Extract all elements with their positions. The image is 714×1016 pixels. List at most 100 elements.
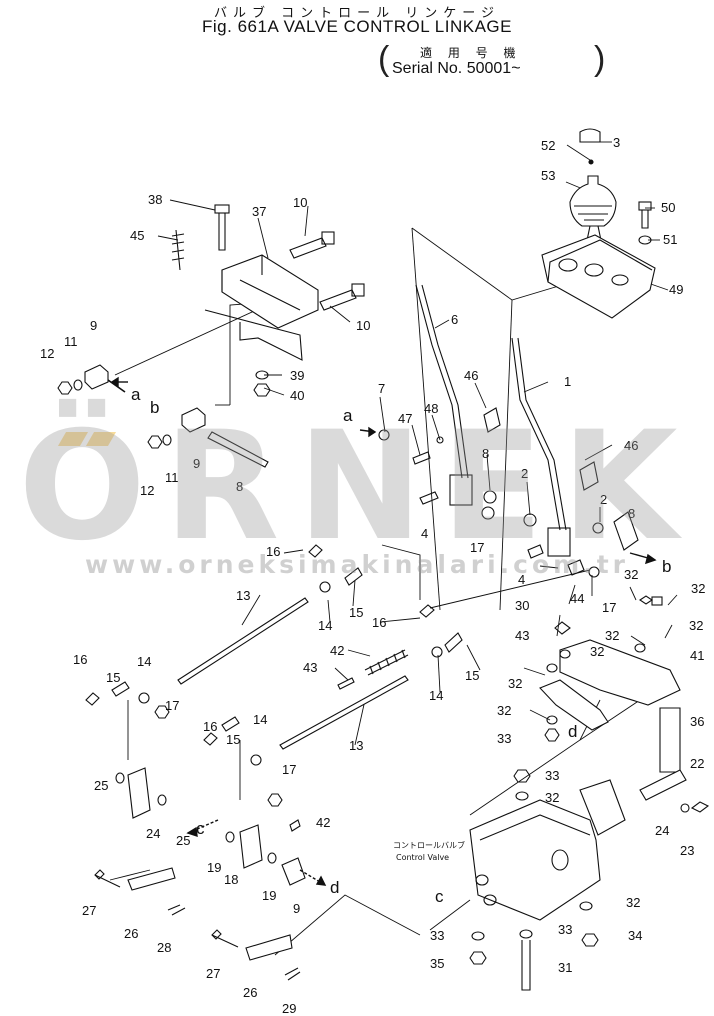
callout-32-h: 33 [430, 928, 444, 943]
callout-9-b: 9 [193, 456, 200, 471]
callout-16-a: 16 [266, 544, 280, 559]
callout-46-b: 46 [624, 438, 638, 453]
callout-50: 50 [661, 200, 675, 215]
callout-34: 36 [690, 714, 704, 729]
paren-open: ( [378, 40, 390, 78]
callout-3: 3 [613, 135, 620, 150]
callout-7: 8 [236, 479, 243, 494]
levers-part [415, 284, 571, 557]
letter-d-right: d [568, 722, 577, 741]
callout-27-a: 28 [157, 940, 171, 955]
blocks-part [57, 364, 206, 449]
callout-26-b: 27 [206, 966, 220, 981]
callout-4-b: 4 [518, 572, 525, 587]
callout-32-g: 32 [626, 895, 640, 910]
callout-13-b: 13 [349, 738, 363, 753]
callout-53: 53 [541, 168, 555, 183]
callout-22: 24 [655, 823, 669, 838]
bolt-washer-part [638, 201, 652, 245]
rods-13-part [177, 597, 409, 750]
assembly-lines [109, 227, 641, 956]
callout-14-c: 14 [137, 654, 151, 669]
callout-42: 44 [570, 591, 584, 606]
callout-36: 38 [148, 192, 162, 207]
callout-14-d: 14 [253, 712, 267, 727]
callout-20: 22 [690, 756, 704, 771]
callout-11-b: 11 [165, 470, 179, 485]
callout-19-a: 19 [207, 860, 221, 875]
callout-32-a: 32 [605, 628, 619, 643]
letter-b-left: b [150, 398, 159, 417]
letter-d-left: d [330, 878, 339, 897]
callout-15-c: 15 [106, 670, 120, 685]
callout-33-b: 33 [545, 768, 559, 783]
clips-part [483, 407, 599, 491]
control-valve-label: コントロールバルブ Control Valve [393, 840, 465, 862]
figure-title: Fig. 661A VALVE CONTROL LINKAGE [202, 17, 512, 36]
watermark-accent [57, 432, 118, 451]
connection-arrows [110, 376, 657, 886]
callout-16-b: 16 [372, 615, 386, 630]
callout-33-a: 33 [497, 731, 511, 746]
callout-41: 43 [515, 628, 529, 643]
callout-17-c: 17 [165, 698, 179, 713]
control-valve-label-en: Control Valve [396, 853, 449, 862]
callout-37: 39 [290, 368, 304, 383]
callout-9-a: 9 [90, 318, 97, 333]
callout-6-a: 7 [378, 381, 385, 396]
cover-plate-part [541, 234, 656, 319]
callout-8-b: 9 [293, 901, 300, 916]
callout-44: 43 [303, 660, 317, 675]
callout-30: 32 [624, 567, 638, 582]
callout-33-d: 35 [430, 956, 444, 971]
callout-8-a: 8 [628, 506, 635, 521]
letter-a-right: a [343, 406, 353, 425]
callout-13-a: 13 [236, 588, 250, 603]
callout-2-a: 2 [521, 466, 528, 481]
callout-14-a: 14 [318, 618, 332, 633]
spring-part [337, 649, 409, 690]
title-japanese: バルブ コントロール リンケージ [213, 6, 500, 21]
callout-25-a: 26 [124, 926, 138, 941]
callout-17-b: 17 [602, 600, 616, 615]
callout-46-a: 46 [464, 368, 478, 383]
callout-6-b: 8 [482, 446, 489, 461]
callout-49: 49 [669, 282, 683, 297]
control-valve-label-jp: コントロールバルブ [393, 840, 465, 850]
callout-32-f: 32 [545, 790, 559, 805]
callout-39: 41 [690, 648, 704, 663]
callout-12-a: 12 [40, 346, 54, 361]
callout-19-b: 19 [262, 888, 276, 903]
serial-number: Serial No. 50001~ [392, 60, 521, 77]
callout-47: 47 [398, 411, 412, 426]
callout-28: 30 [515, 598, 529, 613]
callout-33-c: 34 [628, 928, 642, 943]
callout-26-a: 27 [82, 903, 96, 918]
connection-letters: a a b b c c d d [131, 385, 671, 906]
letter-a-left: a [131, 385, 141, 404]
rod-7-part [207, 431, 269, 468]
callout-35: 37 [252, 204, 266, 219]
callout-17-d: 17 [282, 762, 296, 777]
callout-32-c: 32 [590, 644, 604, 659]
callout-23: 24 [146, 826, 160, 841]
callout-1: 1 [564, 374, 571, 389]
right-bracket-part [539, 595, 710, 813]
callout-52: 52 [541, 138, 555, 153]
callout-10-b: 10 [356, 318, 370, 333]
callout-14-b: 14 [429, 688, 443, 703]
callout-51: 51 [663, 232, 677, 247]
bracket-part [204, 254, 319, 361]
callout-17-a: 17 [470, 540, 484, 555]
paren-close: ) [594, 40, 606, 78]
hardware-part [378, 429, 639, 578]
yokes-part [85, 544, 463, 766]
callout-4-a: 4 [421, 526, 428, 541]
callout-15-a: 15 [349, 605, 363, 620]
lower-levers-part [94, 705, 306, 961]
bottom-hardware-part [94, 869, 301, 981]
callout-32-d: 32 [508, 676, 522, 691]
callout-25-b: 26 [243, 985, 257, 1000]
callout-2-b: 2 [600, 492, 607, 507]
